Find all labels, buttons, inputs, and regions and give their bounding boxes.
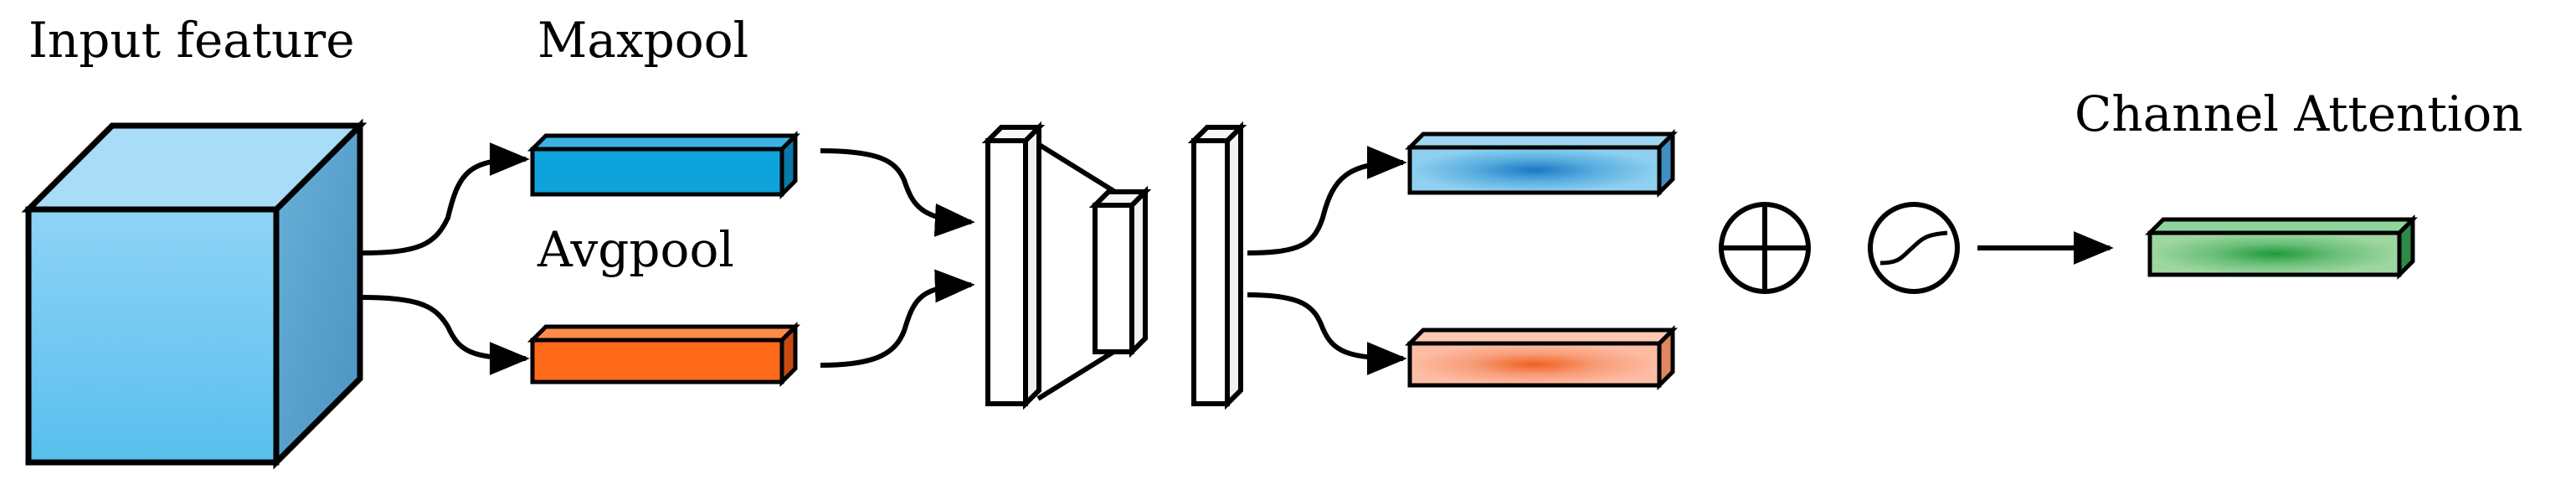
pool-to-mlp-connectors — [820, 148, 975, 368]
mlp-input-layer — [981, 121, 1046, 410]
avgpool-label: Avgpool — [537, 221, 734, 278]
cube-to-pool-connectors — [361, 142, 530, 375]
mlp-output-bar-max — [1404, 128, 1679, 199]
avgpool-bar — [527, 321, 801, 388]
channel-attention-bar — [2144, 214, 2419, 281]
shared-mlp — [981, 121, 1247, 410]
arrow-to-avgpool — [361, 295, 530, 375]
maxpool-label: Maxpool — [537, 12, 748, 69]
arrow-avgpool-to-mlp — [820, 269, 975, 368]
arrow-mlp-to-orange-output — [1247, 292, 1407, 375]
maxpool-bar — [527, 130, 801, 200]
circled-plus-icon — [1719, 202, 1811, 294]
mlp-output-layer — [1187, 121, 1247, 410]
channel-attention-label: Channel Attention — [2075, 85, 2523, 142]
arrow-to-maxpool — [361, 142, 530, 255]
arrow-mlp-to-blue-output — [1247, 146, 1407, 255]
mlp-hidden-layer — [1088, 185, 1152, 359]
mlp-output-bar-avg — [1404, 324, 1679, 391]
input-feature-label: Input feature — [28, 12, 355, 69]
cube-front-face — [25, 206, 280, 466]
input-feature-cube — [21, 118, 368, 470]
mlp-to-output-connectors — [1247, 146, 1407, 375]
sigmoid-icon — [1868, 202, 1960, 294]
arrow-maxpool-to-mlp — [820, 148, 975, 237]
